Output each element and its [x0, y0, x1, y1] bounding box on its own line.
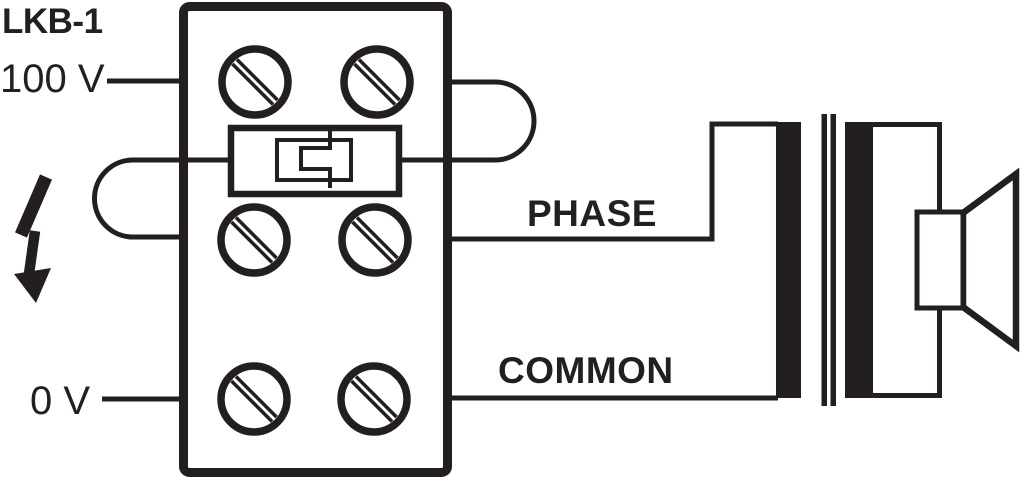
transformer-primary-bar	[776, 122, 801, 398]
speaker-horn	[959, 167, 1020, 353]
jumper-loop-left	[92, 157, 228, 240]
lightning-arrow-icon	[14, 174, 52, 303]
fuse-link-icon	[227, 124, 403, 198]
transformer-core-line	[830, 114, 836, 406]
input-0v-label: 0 V	[30, 379, 90, 423]
screw-terminal	[338, 203, 412, 277]
jumper-loop-right	[402, 79, 537, 163]
input-100v-label: 100 V	[0, 57, 105, 101]
speaker-driver	[914, 209, 966, 311]
model-label: LKB-1	[2, 2, 103, 41]
transformer-core-line	[821, 114, 827, 406]
screw-terminal	[217, 362, 291, 436]
wire-phase	[446, 121, 778, 242]
common-label: COMMON	[498, 350, 674, 391]
phase-label: PHASE	[527, 193, 657, 234]
screw-terminal	[337, 362, 411, 436]
screw-terminal	[217, 203, 291, 277]
transformer-secondary-bar	[845, 122, 873, 398]
screw-terminal	[340, 45, 414, 119]
screw-terminal	[218, 45, 292, 119]
fuse-link-element	[299, 131, 332, 188]
horn-speaker-icon	[914, 167, 1020, 353]
